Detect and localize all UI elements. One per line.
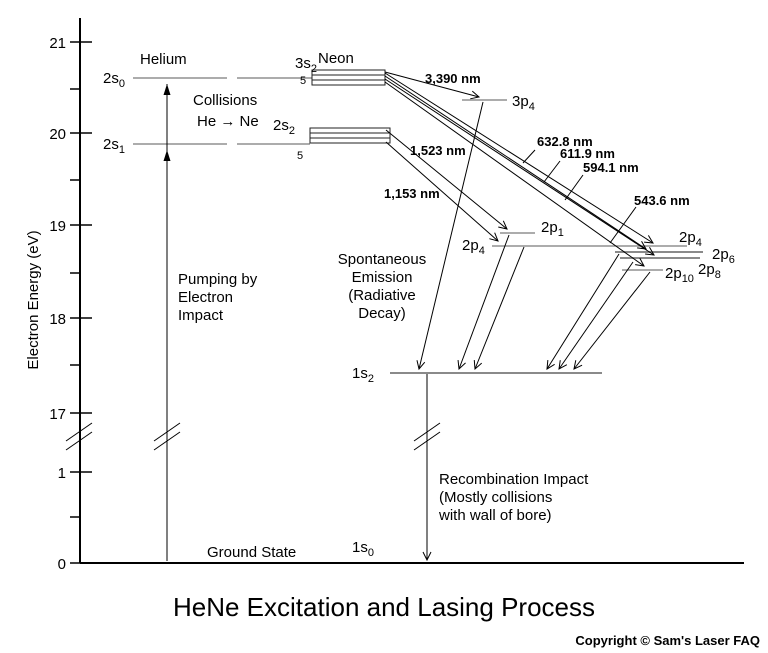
pumping-arrow-group: Pumping by Electron Impact [153,84,258,561]
pumping-break-mark [153,431,181,451]
axis-break-mark [65,431,93,451]
y-axis: 21 20 19 18 17 1 0 Electron Energy (eV) [25,18,93,573]
label-ne-1s0: 1s0 [352,539,374,559]
decay-2p6-to-1s2 [546,253,620,370]
recombination-break-mark [413,422,441,442]
band-3s-box [311,69,386,86]
label-he-2s1: 2s1 [103,136,125,156]
tick-label-19: 19 [49,218,66,235]
transition-5436nm [384,81,645,267]
tick-label-17: 17 [49,406,66,423]
decay-2p4-to-1s2 [473,246,525,371]
band-2s-box [309,127,391,144]
label-helium: Helium [140,51,187,68]
tick-label-20: 20 [49,126,66,143]
label-ne-2p10: 2p10 [665,265,694,285]
label-spont-2: Emission [352,269,413,286]
transition-6119nm [384,75,647,250]
label-spont-1: Spontaneous [338,251,426,268]
leader-5436nm [609,206,637,244]
label-collisions-2: He → Ne [197,113,259,130]
label-he-2s0: 2s0 [103,70,125,90]
tick-label-0: 0 [58,556,66,573]
label-5941nm: 594.1 nm [583,160,639,175]
tick-label-1: 1 [58,465,66,482]
label-collisions-1: Collisions [193,92,257,109]
label-ne-2p4-right: 2p4 [679,229,702,249]
decay-2p8-to-1s2 [558,261,634,370]
label-ne-3p4: 3p4 [512,93,535,113]
collisions-annotation: Collisions He → Ne [193,92,259,130]
label-ne-3s-sub5: 5 [300,75,306,87]
decay-2p1-to-1s2 [457,234,510,371]
axis-break-mark [65,422,93,442]
transition-1523nm [385,129,508,230]
pumping-break-mark [153,422,181,442]
ground-state: Ground State 1s0 [207,539,374,561]
decay-3p4-to-1s2 [416,101,484,371]
tick-label-21: 21 [49,35,66,52]
decay-2p10-to-1s2 [573,271,651,370]
label-ground-state: Ground State [207,544,296,561]
label-ne-3s2: 3s2 [295,55,317,75]
transition-3390nm [384,71,481,100]
leader-5941nm [564,174,584,201]
transition-5941nm [384,78,655,256]
recombination-break-mark [413,431,441,451]
transition-1153nm [385,141,499,242]
neon-2s-band: 2s2 5 [273,117,391,162]
recombination: Recombination Impact (Mostly collisions … [413,374,589,562]
tick-label-18: 18 [49,311,66,328]
label-3390nm: 3,390 nm [425,71,481,86]
lasing-transitions: 3,390 nm 632.8 nm 611.9 nm 594.1 nm 543.… [384,71,690,267]
y-axis-title: Electron Energy (eV) [25,230,42,369]
label-6328nm: 632.8 nm [537,134,593,149]
leader-6119nm [543,160,561,183]
label-ne-2p1: 2p1 [541,219,564,239]
diagram-title: HeNe Excitation and Lasing Process [173,592,595,622]
label-1153nm: 1,153 nm [384,186,440,201]
label-recomb-2: (Mostly collisions [439,489,552,506]
spontaneous-emission: Spontaneous Emission (Radiative Decay) [338,101,651,371]
label-recomb-3: with wall of bore) [438,507,552,524]
label-spont-3: (Radiative [348,287,416,304]
label-neon: Neon [318,50,354,67]
label-ne-2p8: 2p8 [698,261,721,281]
label-ne-2p6: 2p6 [712,246,735,266]
label-spont-4: Decay) [358,305,406,322]
label-6119nm: 611.9 nm [560,146,615,161]
leader-6328nm [522,149,536,164]
label-5436nm: 543.6 nm [634,193,690,208]
label-ne-2s2: 2s2 [273,117,295,137]
helium-levels: 2s0 2s1 Helium [103,51,312,156]
transition-6328nm [384,72,654,244]
copyright-notice: Copyright © Sam's Laser FAQ [575,633,760,648]
label-ne-2p4-left: 2p4 [462,237,485,257]
label-ne-2s-sub5: 5 [297,150,303,162]
label-1523nm: 1,523 nm [410,143,466,158]
label-pumping-1: Pumping by [178,271,258,288]
label-pumping-3: Impact [178,307,224,324]
neon-levels: 3p4 2p1 2p4 2p4 2p6 2p8 2p10 1s2 [352,93,735,385]
neon-3s-band: 3s2 5 Neon [295,50,386,87]
label-ne-1s2: 1s2 [352,365,374,385]
label-pumping-2: Electron [178,289,233,306]
label-recomb-1: Recombination Impact [439,471,589,488]
